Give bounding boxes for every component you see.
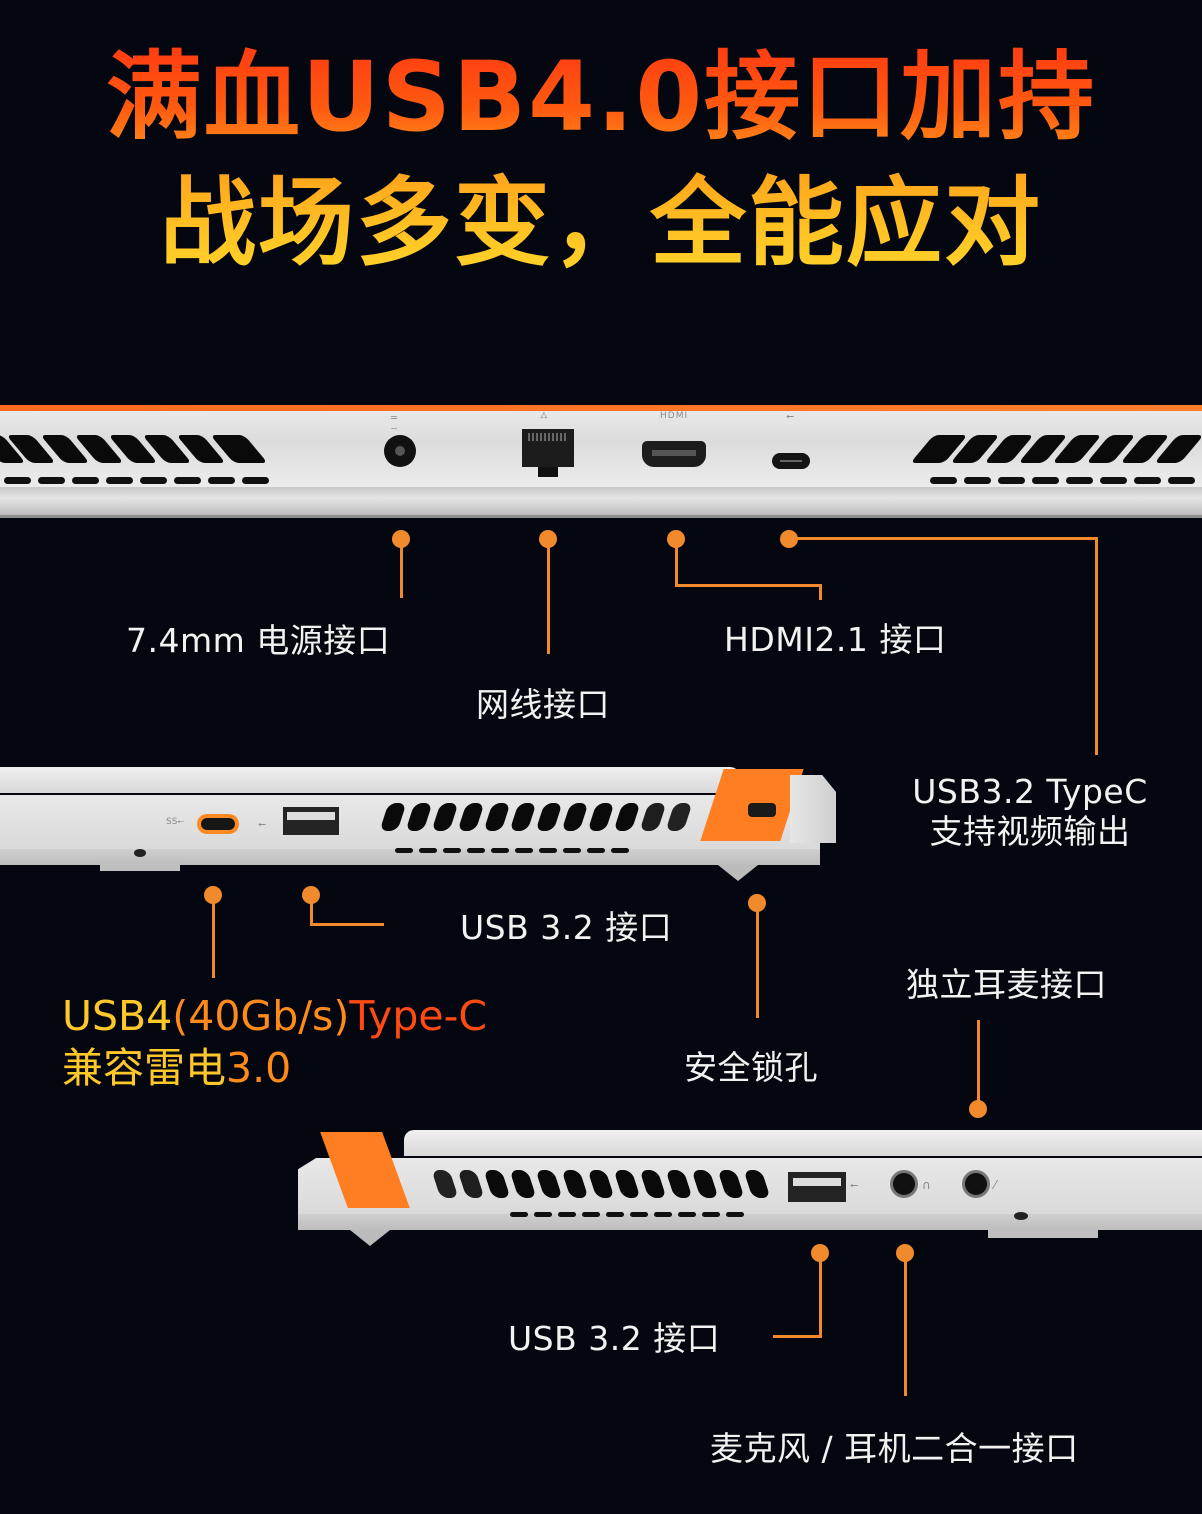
usb-a-port-right: [788, 1172, 846, 1202]
usb-c-port: [772, 453, 810, 469]
hdmi-icon: HDMI: [660, 411, 689, 421]
mic-icon: ⁄: [994, 1178, 997, 1192]
orange-trim: [0, 405, 1202, 411]
security-lock-slot: [748, 803, 776, 817]
label-combo-audio-jack: 麦克风 / 耳机二合一接口: [710, 1429, 1079, 1468]
rear-lip: [0, 487, 1202, 518]
dc-power-icon: ═┄: [391, 413, 397, 435]
label-hdmi-port: HDMI2.1 接口: [724, 620, 947, 659]
label-power-port: 7.4mm 电源接口: [126, 621, 391, 660]
network-icon: ⛼: [540, 410, 548, 421]
power-port: [384, 435, 416, 467]
hdmi-port: [642, 441, 706, 467]
headphone-jack: [890, 1170, 918, 1198]
usb4-port: [197, 814, 239, 834]
ethernet-port: [522, 429, 574, 477]
label-usb4-line1: USB4(40Gb/s)Type-C: [62, 992, 487, 1040]
label-usb-a-left: USB 3.2 接口: [460, 908, 673, 947]
laptop-rear-panel: ═┄ ⛼ HDMI ⭠: [0, 405, 1202, 518]
headline-line-1: 满血USB4.0接口加持: [0, 42, 1202, 152]
usb-a-port-left: [283, 807, 339, 835]
usb-icon: ⭠: [258, 819, 266, 830]
laptop-right-side: ⭠ ∩ ⁄: [298, 1128, 1202, 1248]
ss-usb-icon: SS⭠: [166, 817, 185, 827]
laptop-left-side: SS⭠ ⭠: [0, 765, 840, 881]
label-headset-jack: 独立耳麦接口: [906, 965, 1107, 1004]
usb-icon: ⭠: [786, 411, 794, 422]
combo-audio-jack: [962, 1170, 990, 1198]
headline-line-2: 战场多变，全能应对: [0, 168, 1202, 278]
label-security-lock: 安全锁孔: [684, 1048, 818, 1087]
label-ethernet-port: 网线接口: [476, 685, 610, 724]
usb-icon: ⭠: [850, 1180, 858, 1191]
headphone-icon: ∩: [922, 1178, 931, 1192]
label-usb-a-right: USB 3.2 接口: [508, 1319, 721, 1358]
label-usb4-line2: 兼容雷电3.0: [62, 1044, 292, 1092]
label-usb-c-rear: USB3.2 TypeC 支持视频输出: [912, 772, 1148, 851]
